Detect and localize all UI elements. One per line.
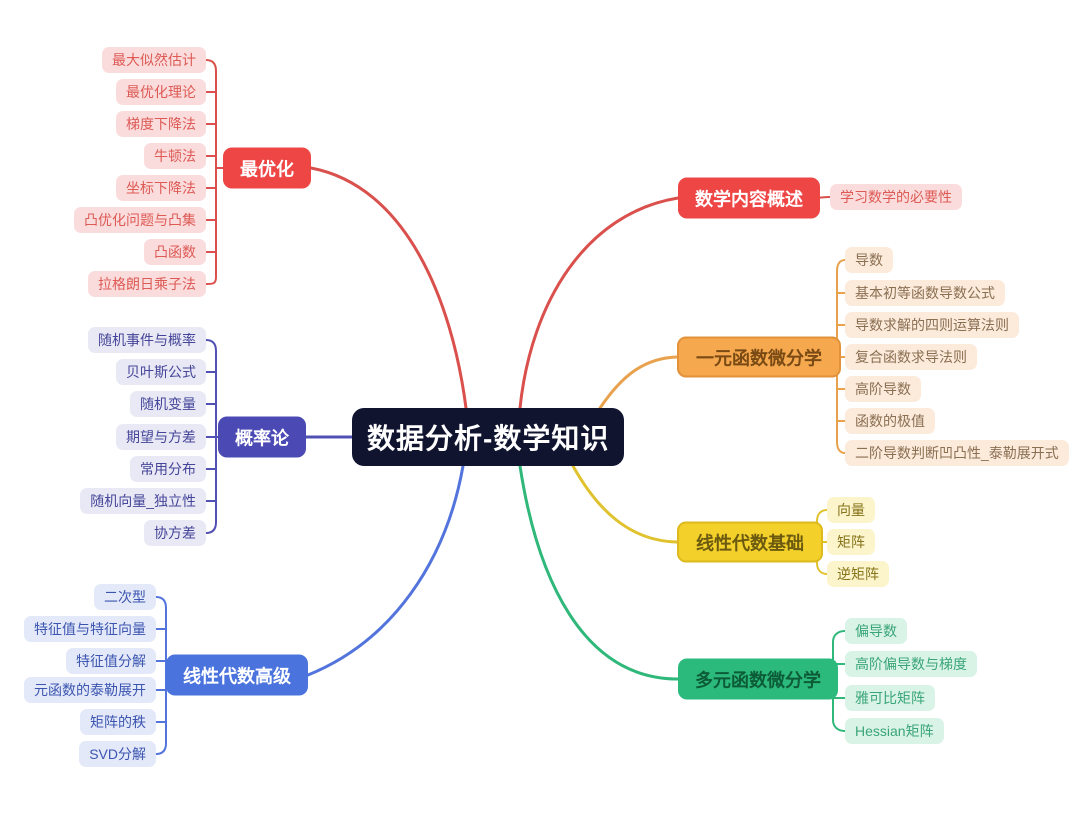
child-topic[interactable]: 高阶导数 [845,376,921,402]
child-topic[interactable]: 二阶导数判断凹凸性_泰勒展开式 [845,440,1069,466]
child-topic[interactable]: 贝叶斯公式 [116,359,206,385]
child-topic[interactable]: 牛顿法 [144,143,206,169]
child-topic[interactable]: 特征值与特征向量 [24,616,156,642]
child-topic[interactable]: 元函数的泰勒展开 [24,677,156,703]
child-topic[interactable]: 最优化理论 [116,79,206,105]
child-topic[interactable]: 偏导数 [845,618,907,644]
child-topic[interactable]: 随机事件与概率 [88,327,206,353]
child-topic[interactable]: 逆矩阵 [827,561,889,587]
branch-node-linear-algebra-advanced[interactable]: 线性代数高级 [166,654,308,696]
branch-node-math-overview[interactable]: 数学内容概述 [678,177,820,219]
child-topic[interactable]: 函数的极值 [845,408,935,434]
child-topic[interactable]: 特征值分解 [66,648,156,674]
child-topic[interactable]: 学习数学的必要性 [830,184,962,210]
child-topic[interactable]: Hessian矩阵 [845,718,944,744]
branch-node-linear-algebra-basics[interactable]: 线性代数基础 [677,521,823,563]
root-node[interactable]: 数据分析-数学知识 [352,408,625,466]
child-topic[interactable]: 期望与方差 [116,424,206,450]
child-topic[interactable]: 坐标下降法 [116,175,206,201]
child-topic[interactable]: 凸优化问题与凸集 [74,207,206,233]
child-topic[interactable]: 二次型 [94,584,156,610]
child-topic[interactable]: 复合函数求导法则 [845,344,977,370]
child-topic[interactable]: 随机变量 [130,391,206,417]
child-topic[interactable]: 雅可比矩阵 [845,685,935,711]
child-topic[interactable]: 凸函数 [144,239,206,265]
child-topic[interactable]: 导数 [845,247,893,273]
child-topic[interactable]: 拉格朗日乘子法 [88,271,206,297]
child-topic[interactable]: SVD分解 [79,741,156,767]
child-topic[interactable]: 矩阵的秩 [80,709,156,735]
child-topic[interactable]: 导数求解的四则运算法则 [845,312,1019,338]
child-topic[interactable]: 最大似然估计 [102,47,206,73]
child-topic[interactable]: 协方差 [144,520,206,546]
branch-node-univariate-calculus[interactable]: 一元函数微分学 [677,336,841,378]
child-topic[interactable]: 常用分布 [130,456,206,482]
branch-node-optimization[interactable]: 最优化 [223,147,311,189]
child-topic[interactable]: 梯度下降法 [116,111,206,137]
child-topic[interactable]: 高阶偏导数与梯度 [845,651,977,677]
branch-node-probability[interactable]: 概率论 [218,416,306,458]
child-topic[interactable]: 基本初等函数导数公式 [845,280,1005,306]
child-topic[interactable]: 随机向量_独立性 [80,488,206,514]
child-topic[interactable]: 矩阵 [827,529,875,555]
child-topic[interactable]: 向量 [827,497,875,523]
branch-node-multivariate-calculus[interactable]: 多元函数微分学 [678,658,838,700]
